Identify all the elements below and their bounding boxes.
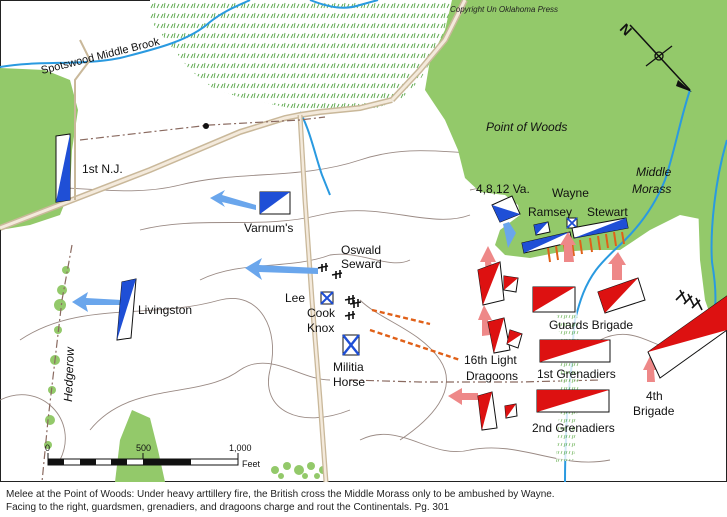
lee-label: Lee bbox=[285, 291, 305, 305]
unit-varnums-label: Varnum's bbox=[244, 221, 293, 235]
fourth-brigade-label-2: Brigade bbox=[633, 404, 675, 418]
unit-militia-horse[interactable] bbox=[342, 334, 360, 356]
unit-stewart[interactable] bbox=[521, 217, 629, 254]
cook-label-1: Cook bbox=[307, 306, 336, 320]
woods-east-strip bbox=[690, 0, 727, 320]
ramsey-label: Ramsey bbox=[528, 205, 572, 219]
grenadiers2-label: 2nd Grenadiers bbox=[532, 421, 615, 435]
unit-2nd-grenadiers[interactable] bbox=[536, 389, 610, 413]
british-artillery bbox=[675, 289, 703, 311]
scale-tick-1000: 1,000 bbox=[229, 443, 252, 453]
unit-guards-brigade-right[interactable] bbox=[597, 277, 646, 314]
woods-point-of-woods bbox=[425, 0, 727, 258]
lee-marker[interactable] bbox=[320, 291, 334, 305]
unit-1st-nj-label: 1st N.J. bbox=[82, 162, 123, 176]
marsh-area bbox=[150, 0, 460, 110]
fourth-brigade-label-1: 4th bbox=[646, 389, 663, 403]
artillery-fire bbox=[369, 308, 461, 362]
grenadiers1-label: 1st Grenadiers bbox=[537, 367, 616, 381]
unit-livingston-label: Livingston bbox=[138, 303, 192, 317]
militia-label-2: Horse bbox=[333, 375, 365, 389]
cook-label-2: Knox bbox=[307, 321, 334, 335]
scale-tick-500: 500 bbox=[136, 443, 151, 453]
wayne-label: Wayne bbox=[552, 186, 589, 200]
middle-morass-label-2: Morass bbox=[632, 182, 671, 196]
unit-2nd-grenadiers-dragoons[interactable] bbox=[477, 391, 518, 431]
dragoons-label-1: 16th Light bbox=[464, 353, 517, 367]
artillery-oswald bbox=[317, 263, 362, 320]
unit-1st-nj[interactable] bbox=[55, 133, 71, 203]
scale-tick-0: 0 bbox=[45, 443, 50, 453]
oswald-label-2: Seward bbox=[341, 257, 382, 271]
unit-4th-brigade[interactable] bbox=[647, 295, 727, 379]
credit-right: Copyright Un Oklahoma Press bbox=[450, 5, 558, 14]
hedgerow-label: Hedgerow bbox=[61, 346, 77, 402]
oswald-label-1: Oswald bbox=[341, 243, 381, 257]
unit-16th-light-dragoons[interactable] bbox=[487, 317, 523, 354]
unit-livingston[interactable] bbox=[116, 278, 137, 341]
dragoons-label-2: Dragoons bbox=[466, 369, 518, 383]
scale-bar bbox=[47, 453, 239, 466]
virginia-label: 4,8,12 Va. bbox=[476, 182, 530, 196]
american-arrows bbox=[72, 190, 516, 312]
militia-label-1: Militia bbox=[333, 360, 364, 374]
caption-line-1: Melee at the Point of Woods: Under heavy… bbox=[6, 489, 555, 500]
unit-varnums[interactable] bbox=[259, 191, 291, 215]
house-marker bbox=[203, 123, 209, 129]
caption-line-2: Facing to the right, guardsmen, grenadie… bbox=[6, 502, 450, 513]
map-caption: Melee at the Point of Woods: Under heavy… bbox=[6, 488, 721, 514]
point-of-woods-label: Point of Woods bbox=[486, 120, 567, 134]
guards-label: Guards Brigade bbox=[549, 318, 633, 332]
morass-marsh bbox=[555, 298, 580, 462]
middle-morass-label-1: Middle bbox=[636, 165, 672, 179]
unit-virginia[interactable] bbox=[491, 195, 521, 223]
roads bbox=[0, 0, 468, 483]
unit-guards-brigade-left[interactable] bbox=[532, 286, 576, 313]
credit-left: Garry Wheeler Stone bbox=[28, 5, 104, 14]
scale-unit: Feet bbox=[242, 459, 261, 469]
shrubs-south bbox=[271, 462, 327, 479]
unit-ramsey[interactable] bbox=[533, 221, 551, 236]
unit-british-light-a[interactable] bbox=[477, 261, 519, 306]
unit-1st-grenadiers[interactable] bbox=[539, 339, 611, 363]
unit-wayne-marker[interactable] bbox=[566, 217, 578, 229]
stewart-label: Stewart bbox=[587, 205, 628, 219]
